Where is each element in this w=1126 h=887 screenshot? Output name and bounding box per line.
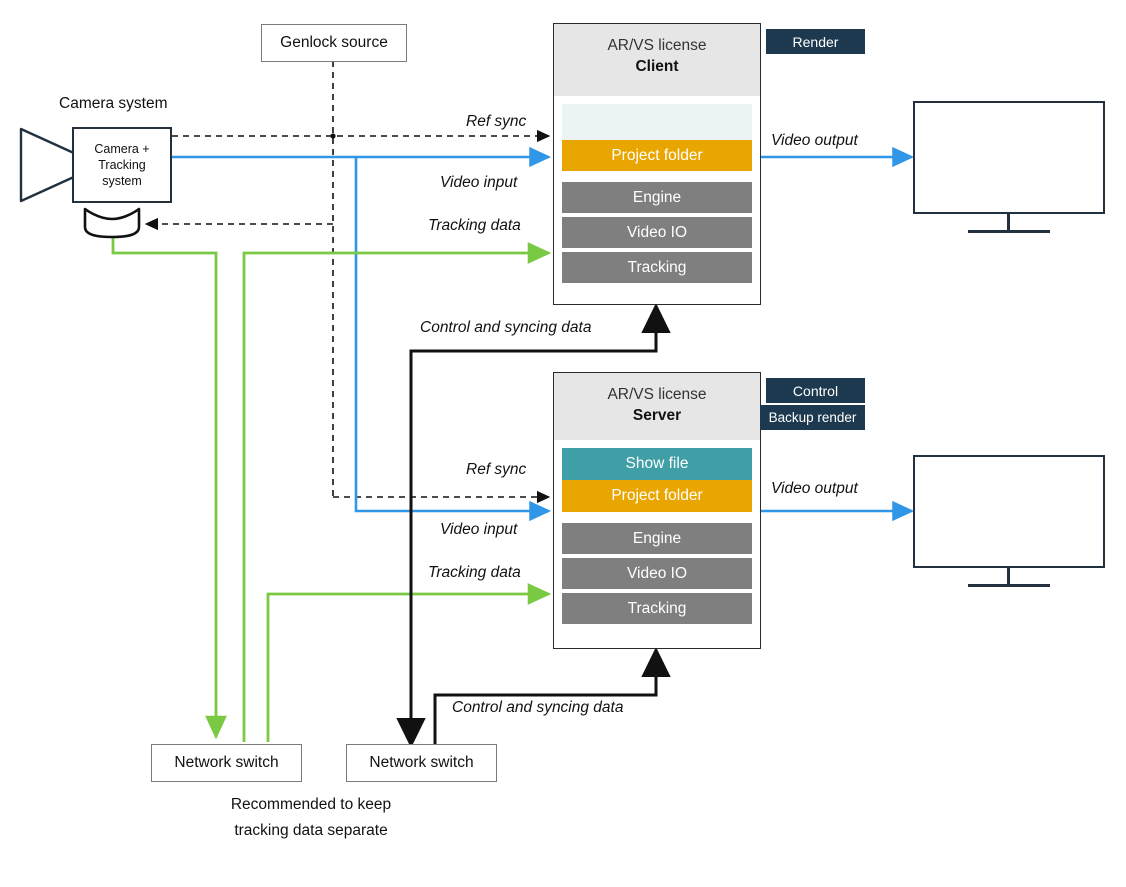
control-network-switch-box[interactable]: Network switch — [346, 744, 497, 782]
server-module-project-folder[interactable]: Project folder — [562, 480, 752, 512]
camera-box-line3: system — [102, 174, 142, 189]
tracking-camera-to-switch-line — [111, 236, 227, 740]
client-modules: Project folder Engine Video IO Tracking — [554, 96, 760, 291]
client-module-video-io[interactable]: Video IO — [562, 217, 752, 248]
server-modules: Show file Project folder Engine Video IO… — [554, 440, 760, 632]
label-control-sync-server: Control and syncing data — [452, 699, 624, 716]
client-module-empty-slot — [562, 104, 752, 140]
client-badge-render: Render — [766, 29, 865, 54]
server-module-video-io[interactable]: Video IO — [562, 558, 752, 589]
client-license-label: AR/VS license — [607, 37, 707, 54]
server-module-engine[interactable]: Engine — [562, 523, 752, 554]
client-monitor-stem — [1007, 214, 1010, 232]
client-module-engine[interactable]: Engine — [562, 182, 752, 213]
server-header: AR/VS license Server — [554, 373, 760, 440]
label-control-sync-client: Control and syncing data — [420, 319, 592, 336]
client-machine-panel[interactable]: AR/VS license Client Project folder Engi… — [553, 23, 761, 305]
label-tracking-data-client: Tracking data — [428, 217, 521, 234]
control-sync-client-line — [409, 303, 671, 744]
server-machine-panel[interactable]: AR/VS license Server Show file Project f… — [553, 372, 761, 649]
camera-box-line1: Camera + — [94, 141, 150, 156]
label-video-output-client: Video output — [771, 132, 858, 149]
server-module-show-file[interactable]: Show file — [562, 448, 752, 480]
server-monitor-screen — [913, 455, 1105, 568]
server-role-label: Server — [632, 407, 682, 424]
camera-lens-icon — [19, 127, 78, 203]
client-module-tracking[interactable]: Tracking — [562, 252, 752, 283]
tracking-network-switch-box[interactable]: Network switch — [151, 744, 302, 782]
server-monitor-stem — [1007, 568, 1010, 586]
camera-tracking-head-icon — [83, 207, 141, 239]
camera-box-line2: Tracking — [98, 157, 146, 172]
label-tracking-data-server: Tracking data — [428, 564, 521, 581]
server-license-label: AR/VS license — [607, 386, 707, 403]
client-module-project-folder[interactable]: Project folder — [562, 140, 752, 171]
control-sync-server-line — [433, 647, 671, 744]
client-monitor-base — [968, 230, 1050, 233]
video-input-server-line — [354, 157, 552, 522]
client-monitor-screen — [913, 101, 1105, 214]
switch-note-line2: tracking data separate — [234, 822, 388, 839]
camera-system-title: Camera system — [59, 95, 168, 112]
label-video-output-server: Video output — [771, 480, 858, 497]
tracking-data-client-line — [242, 242, 552, 742]
server-badge-backup-render: Backup render — [760, 405, 865, 430]
client-role-label: Client — [635, 58, 679, 75]
tracking-data-server-line — [266, 583, 552, 742]
server-badge-control: Control — [766, 378, 865, 403]
server-module-tracking[interactable]: Tracking — [562, 593, 752, 624]
label-video-input-server: Video input — [440, 521, 518, 538]
client-output-monitor — [913, 101, 1105, 233]
switch-note-line1: Recommended to keep — [230, 796, 392, 813]
label-ref-sync-client: Ref sync — [466, 113, 527, 130]
label-video-input-client: Video input — [440, 174, 518, 191]
genlock-junction-dot — [330, 133, 336, 139]
label-ref-sync-server: Ref sync — [466, 461, 527, 478]
server-output-monitor — [913, 455, 1105, 587]
genlock-source-box[interactable]: Genlock source — [261, 24, 407, 62]
server-monitor-base — [968, 584, 1050, 587]
client-header: AR/VS license Client — [554, 24, 760, 96]
camera-tracking-system-box: Camera + Tracking system — [72, 127, 172, 203]
